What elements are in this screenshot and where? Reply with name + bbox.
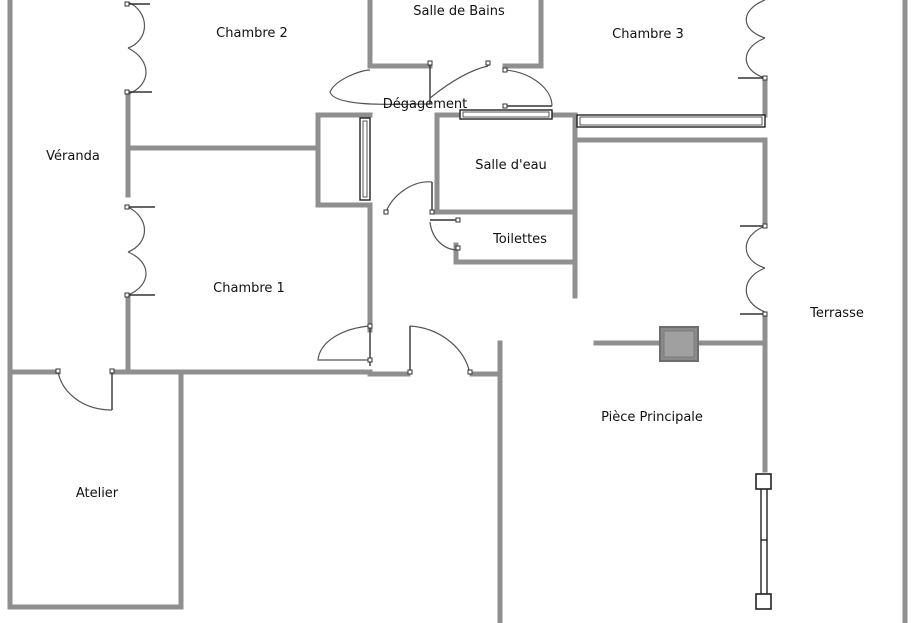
- door-atelier: [55, 368, 115, 411]
- rail-box-bottom: [755, 593, 772, 610]
- closet-shelf-vertical-inner: [362, 120, 368, 198]
- door-entree: [407, 325, 473, 375]
- sliding-window: [755, 473, 772, 610]
- label-chambre-3: Chambre 3: [612, 27, 684, 42]
- cabinet-chambre3-bottom-inner: [579, 116, 763, 126]
- label-terrasse: Terrasse: [809, 306, 864, 321]
- label-atelier: Atelier: [76, 486, 119, 501]
- label-piece-principale: Pièce Principale: [601, 410, 703, 425]
- cabinet-salle-eau-top-inner: [462, 111, 550, 118]
- label-salle-d-eau: Salle d'eau: [475, 158, 547, 173]
- door-chambre2: [124, 1, 152, 95]
- label-chambre-2: Chambre 2: [216, 26, 288, 41]
- walls: [7, 0, 908, 623]
- door-salle-de-bains: [329, 60, 491, 106]
- label-chambre-1: Chambre 1: [213, 281, 285, 296]
- pillar-inner: [663, 330, 695, 358]
- label-salle-de-bains: Salle de Bains: [413, 4, 505, 19]
- label-degagement: Dégagement: [383, 97, 467, 112]
- wall-closet-block: [315, 112, 373, 208]
- cabinets: [359, 109, 766, 201]
- pillar: [659, 326, 699, 362]
- door-toilettes: [429, 217, 461, 251]
- door-salle-eau: [383, 181, 435, 215]
- wall-atelier: [7, 369, 184, 610]
- label-veranda: Véranda: [46, 149, 100, 164]
- door-chambre1: [124, 204, 155, 298]
- label-toilettes: Toilettes: [492, 232, 547, 247]
- door-terrasse: [740, 223, 768, 317]
- room-labels: Salle de Bains Chambre 2 Chambre 3 Dégag…: [46, 4, 864, 501]
- door-chambre3: [738, 0, 768, 81]
- doors: [55, 0, 768, 411]
- door-chambre1-corridor: [317, 323, 373, 366]
- door-degagement-chambre3: [502, 67, 553, 109]
- rail-box-top: [755, 473, 772, 490]
